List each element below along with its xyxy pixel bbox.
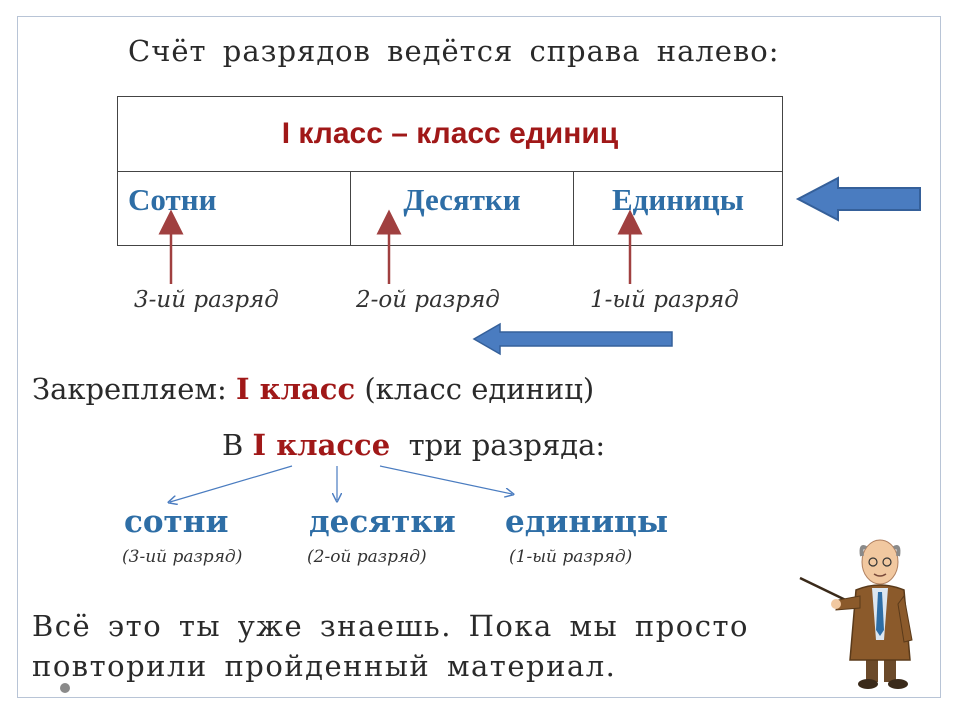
rank-label-1: 1-ый разряд (590, 287, 739, 313)
reinforce-suffix: (класс единиц) (364, 372, 595, 406)
column-units: Единицы (573, 171, 783, 246)
digit-units: единицы (505, 504, 669, 540)
fan-arrows-icon (170, 465, 512, 502)
conclusion-line-1: Всё это ты уже знаешь. Пока мы просто (32, 609, 749, 643)
in-class-highlight: I классе (252, 428, 391, 462)
right-left-arrow-icon (795, 176, 921, 222)
reinforce-prefix: Закрепляем: (32, 372, 227, 406)
in-class-suffix: три разряда: (408, 428, 606, 462)
digit-rank-1: (1-ый разряд) (509, 547, 633, 567)
digit-tens: десятки (309, 504, 456, 540)
in-class-prefix: В (222, 428, 244, 462)
slide-frame (17, 16, 941, 698)
slide-dot (60, 683, 70, 693)
reinforce-highlight: I класс (235, 372, 356, 406)
in-class-line: В I классе три разряда: (222, 428, 605, 462)
teacher-illustration (799, 539, 913, 689)
digit-rank-3: (3-ий разряд) (122, 547, 243, 567)
direction-arrow-icon (472, 322, 673, 356)
rank-label-3: 3-ий разряд (134, 287, 279, 313)
slide-title: Счёт разрядов ведётся справа налево: (128, 34, 780, 68)
conclusion-line-2: повторили пройденный материал. (32, 649, 617, 683)
conclusion-text: Всё это ты уже знаешь. Пока мы просто по… (32, 606, 749, 686)
column-hundreds: Сотни (117, 171, 351, 246)
digit-hundreds: сотни (124, 504, 229, 540)
rank-label-2: 2-ой разряд (356, 287, 500, 313)
class-table: I класс – класс единиц Сотни Десятки Еди… (117, 96, 783, 246)
reinforce-line: Закрепляем: I класс (класс единиц) (32, 372, 594, 406)
digit-rank-2: (2-ой разряд) (307, 547, 427, 567)
